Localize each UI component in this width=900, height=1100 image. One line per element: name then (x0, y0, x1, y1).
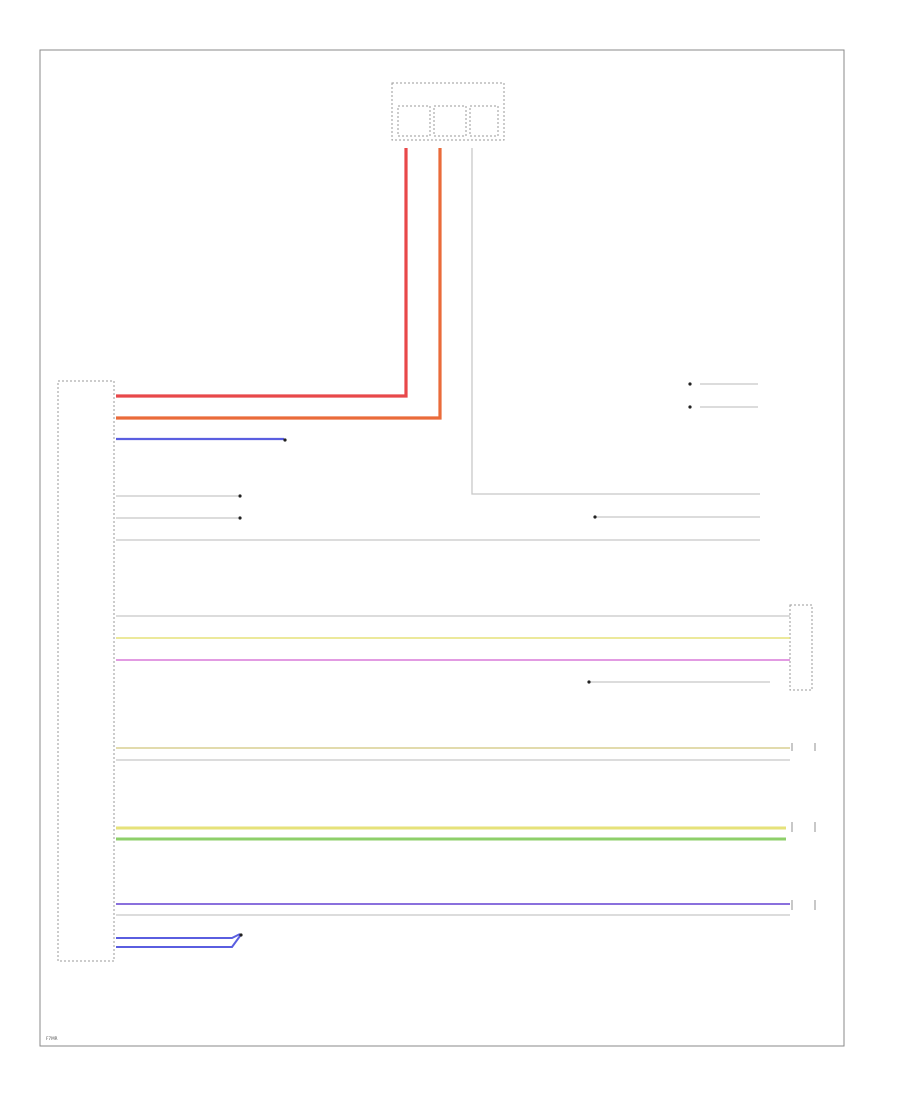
blue-ground-wire-1 (116, 933, 241, 939)
fuse-a (397, 105, 431, 137)
splice-dot-2 (238, 516, 242, 520)
splice-dot-6 (587, 680, 591, 684)
diagram-frame (39, 49, 845, 1047)
splice-dot-3 (688, 382, 692, 386)
fuse-box-outline (391, 82, 505, 141)
terminal-ticks (791, 743, 816, 910)
splice-dot-5 (593, 515, 597, 519)
splice-dot-4 (688, 405, 692, 409)
splice-dot-1 (238, 494, 242, 498)
ground-point-lower (239, 933, 243, 937)
orange-wire (116, 148, 442, 420)
fuse-c (469, 105, 499, 137)
ground-point-upper (283, 438, 287, 442)
red-wire (116, 148, 408, 398)
left-module-outline (57, 380, 115, 962)
right-connector-outline (789, 604, 813, 691)
gray-supply-wire (471, 148, 760, 495)
blue-ground-wire-2 (116, 935, 241, 948)
footer-tag: F7MR (46, 1036, 58, 1041)
fuse-b (433, 105, 467, 137)
